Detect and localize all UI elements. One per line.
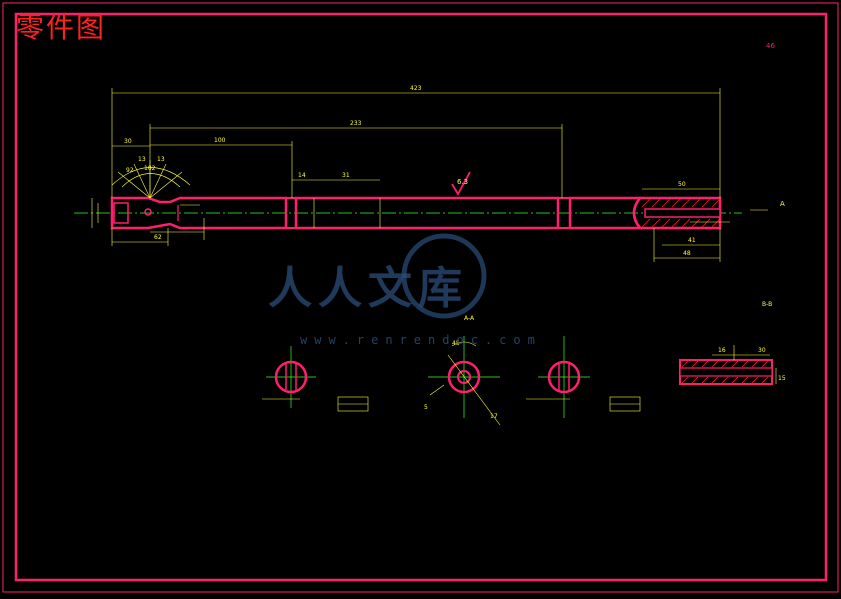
left-end-slot xyxy=(113,202,129,224)
svg-text:30: 30 xyxy=(758,347,766,354)
svg-text:45: 45 xyxy=(452,340,460,347)
drawing-frame xyxy=(14,12,828,582)
cross-hole xyxy=(144,208,152,216)
svg-text:31: 31 xyxy=(342,172,350,179)
dimension-lines xyxy=(91,88,768,262)
svg-text:92: 92 xyxy=(126,167,134,174)
svg-text:5: 5 xyxy=(424,404,428,411)
svg-text:17: 17 xyxy=(490,413,498,420)
svg-text:16: 16 xyxy=(718,347,726,354)
section-view-3 xyxy=(526,336,641,418)
svg-text:62: 62 xyxy=(154,234,162,241)
section-aa-label: A-A xyxy=(464,315,475,322)
section-view-aa xyxy=(428,336,501,426)
svg-text:13: 13 xyxy=(157,156,165,163)
svg-text:233: 233 xyxy=(350,120,362,127)
svg-text:15: 15 xyxy=(778,375,786,382)
hatched-end xyxy=(632,196,722,230)
svg-text:30: 30 xyxy=(124,138,132,145)
svg-text:13: 13 xyxy=(138,156,146,163)
section-aa-dims: 45 5 17 xyxy=(424,340,498,420)
drawing-title: 零件图 xyxy=(16,11,107,44)
svg-text:100: 100 xyxy=(214,137,226,144)
view-a-label: A xyxy=(780,200,785,208)
dimension-texts: 423 233 100 30 14 31 50 41 48 13 13 92 1… xyxy=(124,85,696,257)
corner-mark: 46 xyxy=(766,42,775,50)
section-bb-label: B-B xyxy=(762,301,772,308)
roughness-symbol xyxy=(451,171,471,196)
roughness-value: 6.3 xyxy=(457,178,468,186)
section-view-bb xyxy=(679,345,777,385)
svg-text:102: 102 xyxy=(144,165,156,172)
svg-text:41: 41 xyxy=(688,237,696,244)
shaft-main-view xyxy=(74,196,742,230)
svg-text:423: 423 xyxy=(410,85,422,92)
watermark-logo-ring xyxy=(401,233,487,319)
watermark-brand: 人人文库 xyxy=(268,263,468,314)
section-bb-dims: 16 30 15 xyxy=(718,347,786,382)
end-hatch xyxy=(641,198,720,228)
section-view-1 xyxy=(262,346,369,412)
end-bore xyxy=(644,208,721,218)
svg-text:14: 14 xyxy=(298,172,306,179)
watermark-url: www.renrendoc.com xyxy=(300,333,542,347)
svg-text:48: 48 xyxy=(683,250,691,257)
svg-text:50: 50 xyxy=(678,181,686,188)
